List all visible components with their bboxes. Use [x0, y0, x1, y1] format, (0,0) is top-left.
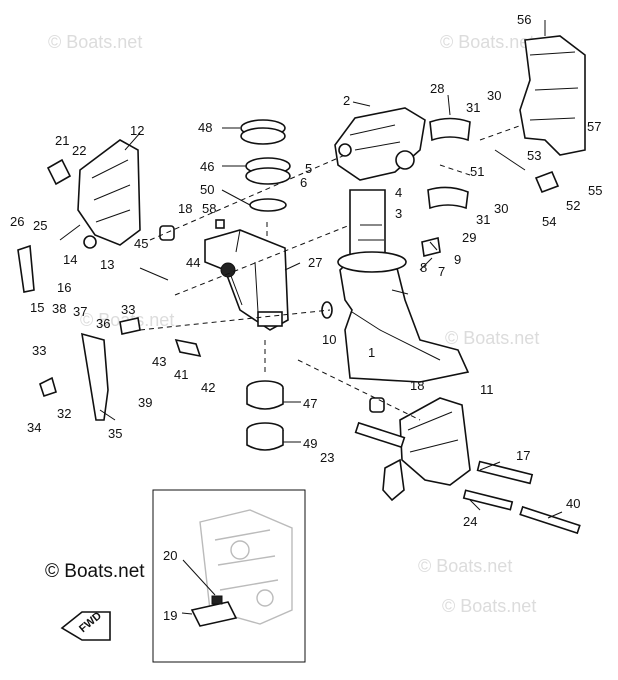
part-label: 47 — [303, 396, 317, 411]
part-label: 29 — [462, 230, 476, 245]
part-label: 26 — [10, 214, 24, 229]
part-label: 16 — [57, 280, 71, 295]
ring-50 — [249, 198, 287, 212]
part-label: 33 — [32, 343, 46, 358]
inset-box — [152, 489, 306, 663]
clamp-rubber-upper — [429, 117, 471, 142]
part-label: 34 — [27, 420, 41, 435]
part-label: 50 — [200, 182, 214, 197]
part-label: 53 — [527, 148, 541, 163]
part-labels: 1 2 3 4 5 6 7 8 9 10 11 12 13 14 15 16 1… — [10, 12, 602, 623]
watermark: © Boats.net — [48, 32, 142, 52]
part-label: 8 — [420, 260, 427, 275]
part-label: 25 — [33, 218, 47, 233]
bolt-17 — [476, 460, 534, 485]
part-label: 15 — [30, 300, 44, 315]
part-label: 55 — [588, 183, 602, 198]
alignment-lines — [139, 124, 523, 421]
part-label: 5 — [305, 161, 312, 176]
part-label: 49 — [303, 436, 317, 451]
fwd-arrow: FWD — [60, 610, 111, 641]
clamp-bracket-right — [399, 397, 471, 486]
part-label: 43 — [152, 354, 166, 369]
part-label: 54 — [542, 214, 556, 229]
part-label: 24 — [463, 514, 477, 529]
watermark: © Boats.net — [445, 328, 539, 348]
part-label: 10 — [322, 332, 336, 347]
background-watermarks: © Boats.net © Boats.net © Boats.net © Bo… — [48, 32, 539, 616]
part-label: 21 — [55, 133, 69, 148]
part-label: 52 — [566, 198, 580, 213]
part-label: 22 — [72, 143, 86, 158]
part-label: 13 — [100, 257, 114, 272]
part-label: 48 — [198, 120, 212, 135]
watermark: © Boats.net — [418, 556, 512, 576]
part-label: 51 — [470, 164, 484, 179]
part-19 — [190, 601, 238, 627]
part-label: 18 — [410, 378, 424, 393]
part-label: 27 — [308, 255, 322, 270]
part-label: 32 — [57, 406, 71, 421]
part-20 — [211, 595, 223, 605]
part-label: 58 — [202, 201, 216, 216]
part-label: 31 — [466, 100, 480, 115]
part-label: 18 — [178, 201, 192, 216]
part-label: 19 — [163, 608, 177, 623]
part-label: 12 — [130, 123, 144, 138]
bolt-14 — [59, 224, 81, 241]
part-label: 36 — [96, 316, 110, 331]
part-label: 20 — [163, 548, 177, 563]
part-label: 46 — [200, 159, 214, 174]
clamp-rubber-lower — [427, 186, 469, 210]
part-label: 40 — [566, 496, 580, 511]
part-label: 6 — [300, 175, 307, 190]
part-label: 37 — [73, 304, 87, 319]
part-label: 57 — [587, 119, 601, 134]
upper-casing — [337, 189, 470, 383]
part-label: 4 — [395, 185, 402, 200]
swivel-bracket — [204, 229, 289, 331]
top-cover — [519, 35, 586, 156]
part-label: 30 — [494, 201, 508, 216]
part-label: 56 — [517, 12, 531, 27]
part-label: 2 — [343, 93, 350, 108]
pin-51 — [494, 149, 526, 171]
part-label: 17 — [516, 448, 530, 463]
part-label: 9 — [454, 252, 461, 267]
part-label: 33 — [121, 302, 135, 317]
watermark: © Boats.net — [442, 596, 536, 616]
part-label: 7 — [438, 264, 445, 279]
part-label: 11 — [480, 382, 494, 397]
rod-23 — [354, 421, 406, 449]
watermark: © Boats.net — [440, 32, 534, 52]
part-label: 38 — [52, 301, 66, 316]
part-label: 44 — [186, 255, 200, 270]
part-label: 14 — [63, 252, 77, 267]
part-label: 45 — [134, 236, 148, 251]
part-label: 31 — [476, 212, 490, 227]
part-label: 41 — [174, 367, 188, 382]
leader-lines — [99, 20, 563, 519]
inset-watermark: © Boats.net — [45, 561, 145, 582]
part-label: 42 — [201, 380, 215, 395]
part-label: 28 — [430, 81, 444, 96]
bolt-24 — [462, 489, 514, 511]
part-label: 1 — [368, 345, 375, 360]
part-label: 39 — [138, 395, 152, 410]
part-label: 3 — [395, 206, 402, 221]
bolt-44 — [139, 267, 169, 281]
part-label: 30 — [487, 88, 501, 103]
part-label: 23 — [320, 450, 334, 465]
clamp-bracket-left — [77, 139, 141, 246]
part-label: 35 — [108, 426, 122, 441]
upper-mount — [334, 107, 426, 181]
